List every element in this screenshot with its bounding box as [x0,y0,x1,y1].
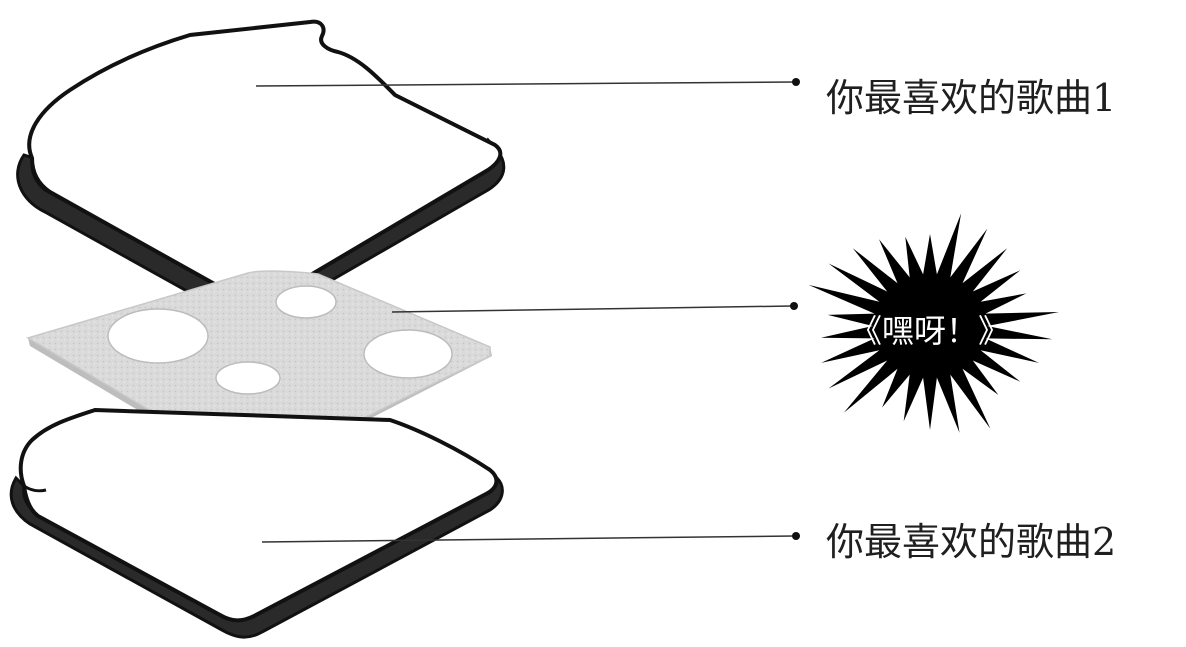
label-middle-callout: 《嘿呀！》 [849,312,1010,350]
label-top-song: 你最喜欢的歌曲1 [826,76,1117,120]
connector-line-top [255,81,795,87]
bottom-bread-face [18,407,499,623]
top-bread-face [27,19,503,304]
bottom-bread-notch [23,484,47,493]
cheese-hole [107,308,209,364]
connector-dot-top [792,78,800,86]
cheese-hole [215,361,281,395]
cheese-hole [275,285,337,319]
bottom-bread-slice [9,407,504,639]
connector-line-bottom [261,535,795,543]
connector-dot-bottom [792,532,800,540]
connector-line-middle [391,305,793,313]
label-bottom-song: 你最喜欢的歌曲2 [826,520,1117,564]
connector-dot-middle [790,302,798,310]
connector-lines [255,78,800,543]
cheese-hole [363,329,453,379]
starburst-icon [808,213,1059,433]
cheese-slice [26,270,492,476]
